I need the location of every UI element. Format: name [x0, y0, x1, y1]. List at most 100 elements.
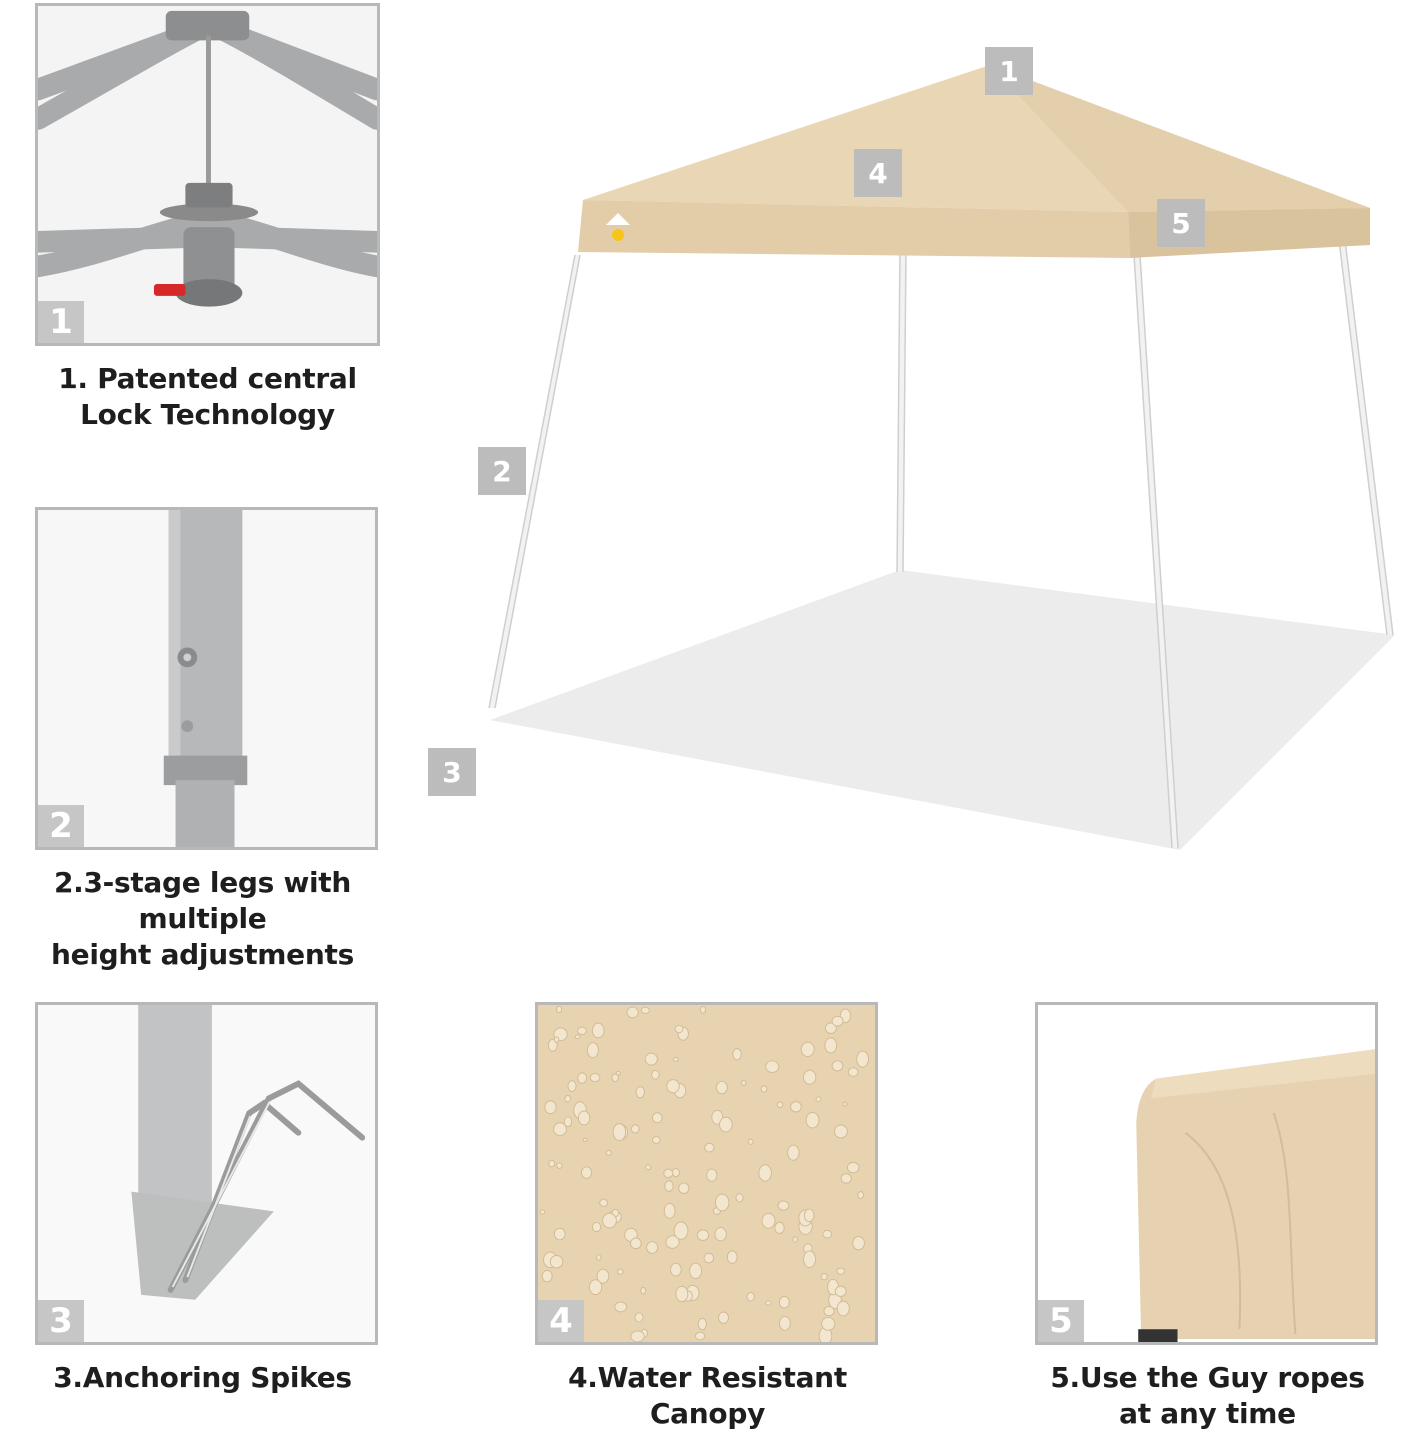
water-droplet: [776, 1101, 784, 1108]
water-droplet: [699, 1005, 707, 1014]
water-droplet: [612, 1123, 627, 1141]
water-droplet: [673, 1221, 689, 1240]
hero-marker-4: 4: [854, 149, 902, 197]
water-droplet: [544, 1100, 557, 1115]
water-droplet: [704, 1142, 715, 1153]
water-droplet: [678, 1182, 690, 1195]
water-droplet: [675, 1285, 689, 1303]
water-droplet: [605, 1150, 612, 1156]
water-droplet: [857, 1190, 865, 1200]
water-droplet: [634, 1312, 644, 1323]
water-droplet: [671, 1167, 680, 1178]
water-droplet: [689, 1262, 703, 1280]
water-droplet: [614, 1301, 628, 1313]
feature-caption-water-resistant: 4.Water Resistant Canopy: [568, 1361, 847, 1430]
water-droplet: [758, 1164, 772, 1182]
water-droplet: [640, 1286, 647, 1295]
water-droplet: [823, 1306, 835, 1317]
water-droplet: [553, 1122, 567, 1137]
water-droplet: [847, 1067, 859, 1077]
water-droplet: [815, 1096, 822, 1103]
water-droplet: [765, 1060, 780, 1073]
water-droplet: [651, 1136, 661, 1144]
water-droplet: [706, 1168, 718, 1182]
feature-panel-legs: 2: [35, 507, 378, 850]
water-droplet: [630, 1330, 645, 1342]
water-droplet: [588, 1279, 603, 1296]
water-droplet: [615, 1071, 621, 1076]
water-droplet: [842, 1101, 848, 1107]
canopy-tent-illustration: [488, 65, 1395, 850]
canopy-tent-hero: [420, 40, 1414, 870]
water-droplet: [635, 1086, 645, 1099]
water-droplet: [715, 1193, 730, 1212]
water-droplet: [666, 1079, 680, 1094]
water-droplet: [577, 1110, 591, 1126]
water-droplet: [761, 1212, 776, 1229]
feature-number-badge: 3: [38, 1300, 84, 1342]
water-droplet: [747, 1138, 754, 1145]
water-droplet: [539, 1209, 546, 1215]
water-droplet: [735, 1193, 744, 1203]
water-droplet: [715, 1080, 728, 1095]
water-droplet: [694, 1331, 706, 1341]
water-droplet: [787, 1144, 800, 1161]
water-droplet: [760, 1085, 768, 1093]
hero-marker-3: 3: [428, 748, 476, 796]
water-droplet: [824, 1022, 837, 1034]
water-droplet: [831, 1060, 844, 1072]
water-droplet: [836, 1267, 846, 1275]
hero-marker-2: 2: [478, 447, 526, 495]
water-droplet: [591, 1221, 602, 1233]
water-droplet: [765, 1300, 772, 1306]
water-droplet: [741, 1079, 747, 1086]
water-droplet: [556, 1005, 563, 1014]
water-droplet: [732, 1048, 742, 1061]
water-droplet: [651, 1069, 660, 1080]
hero-marker-5: 5: [1157, 199, 1205, 247]
water-droplet: [840, 1173, 852, 1184]
water-droplet: [777, 1200, 790, 1211]
water-droplet: [792, 1236, 798, 1243]
water-droplet: [833, 1124, 848, 1139]
water-droplet: [834, 1285, 847, 1298]
feature-caption-guy-ropes: 5.Use the Guy ropes at any time: [1050, 1361, 1365, 1430]
feature-panel-guy-ropes: 5: [1035, 1002, 1378, 1345]
brand-logo-icon: [606, 213, 630, 241]
water-droplet: [553, 1227, 566, 1241]
water-droplet: [717, 1311, 729, 1324]
water-droplet: [586, 1042, 599, 1059]
water-droplet: [672, 1056, 679, 1062]
water-droplet: [803, 1250, 817, 1269]
water-droplet: [726, 1250, 738, 1264]
water-droplet: [820, 1273, 828, 1281]
water-droplet: [665, 1235, 680, 1249]
water-droplet: [549, 1255, 564, 1269]
water-droplet: [778, 1295, 790, 1309]
water-droplet: [564, 1094, 572, 1103]
water-droplet: [611, 1073, 619, 1082]
anchoring-spikes-illustration: [38, 1005, 375, 1342]
water-droplet: [779, 1315, 791, 1331]
water-droplet: [836, 1300, 850, 1317]
feature-number-badge: 4: [538, 1300, 584, 1342]
water-droplet: [774, 1221, 785, 1234]
feature-number-badge: 5: [1038, 1300, 1084, 1342]
water-droplet: [790, 1101, 802, 1113]
water-droplet: [664, 1180, 674, 1192]
water-droplet: [714, 1227, 727, 1242]
canopy-corner-illustration: [1038, 1005, 1375, 1342]
water-droplet: [602, 1212, 617, 1229]
water-droplet: [630, 1124, 640, 1134]
feature-panel-central-lock: 1: [35, 3, 380, 346]
water-droplet: [629, 1237, 642, 1250]
water-droplet: [696, 1229, 710, 1241]
water-droplet: [719, 1116, 733, 1133]
feature-caption-central-lock: 1. Patented central Lock Technology: [58, 362, 357, 431]
water-droplet: [803, 1208, 815, 1223]
adjustable-leg-illustration: [38, 510, 375, 847]
water-droplet: [669, 1262, 682, 1277]
water-droplet: [644, 1052, 658, 1066]
water-droplet: [645, 1164, 652, 1171]
feature-caption-anchoring-spikes: 3.Anchoring Spikes: [53, 1361, 352, 1394]
